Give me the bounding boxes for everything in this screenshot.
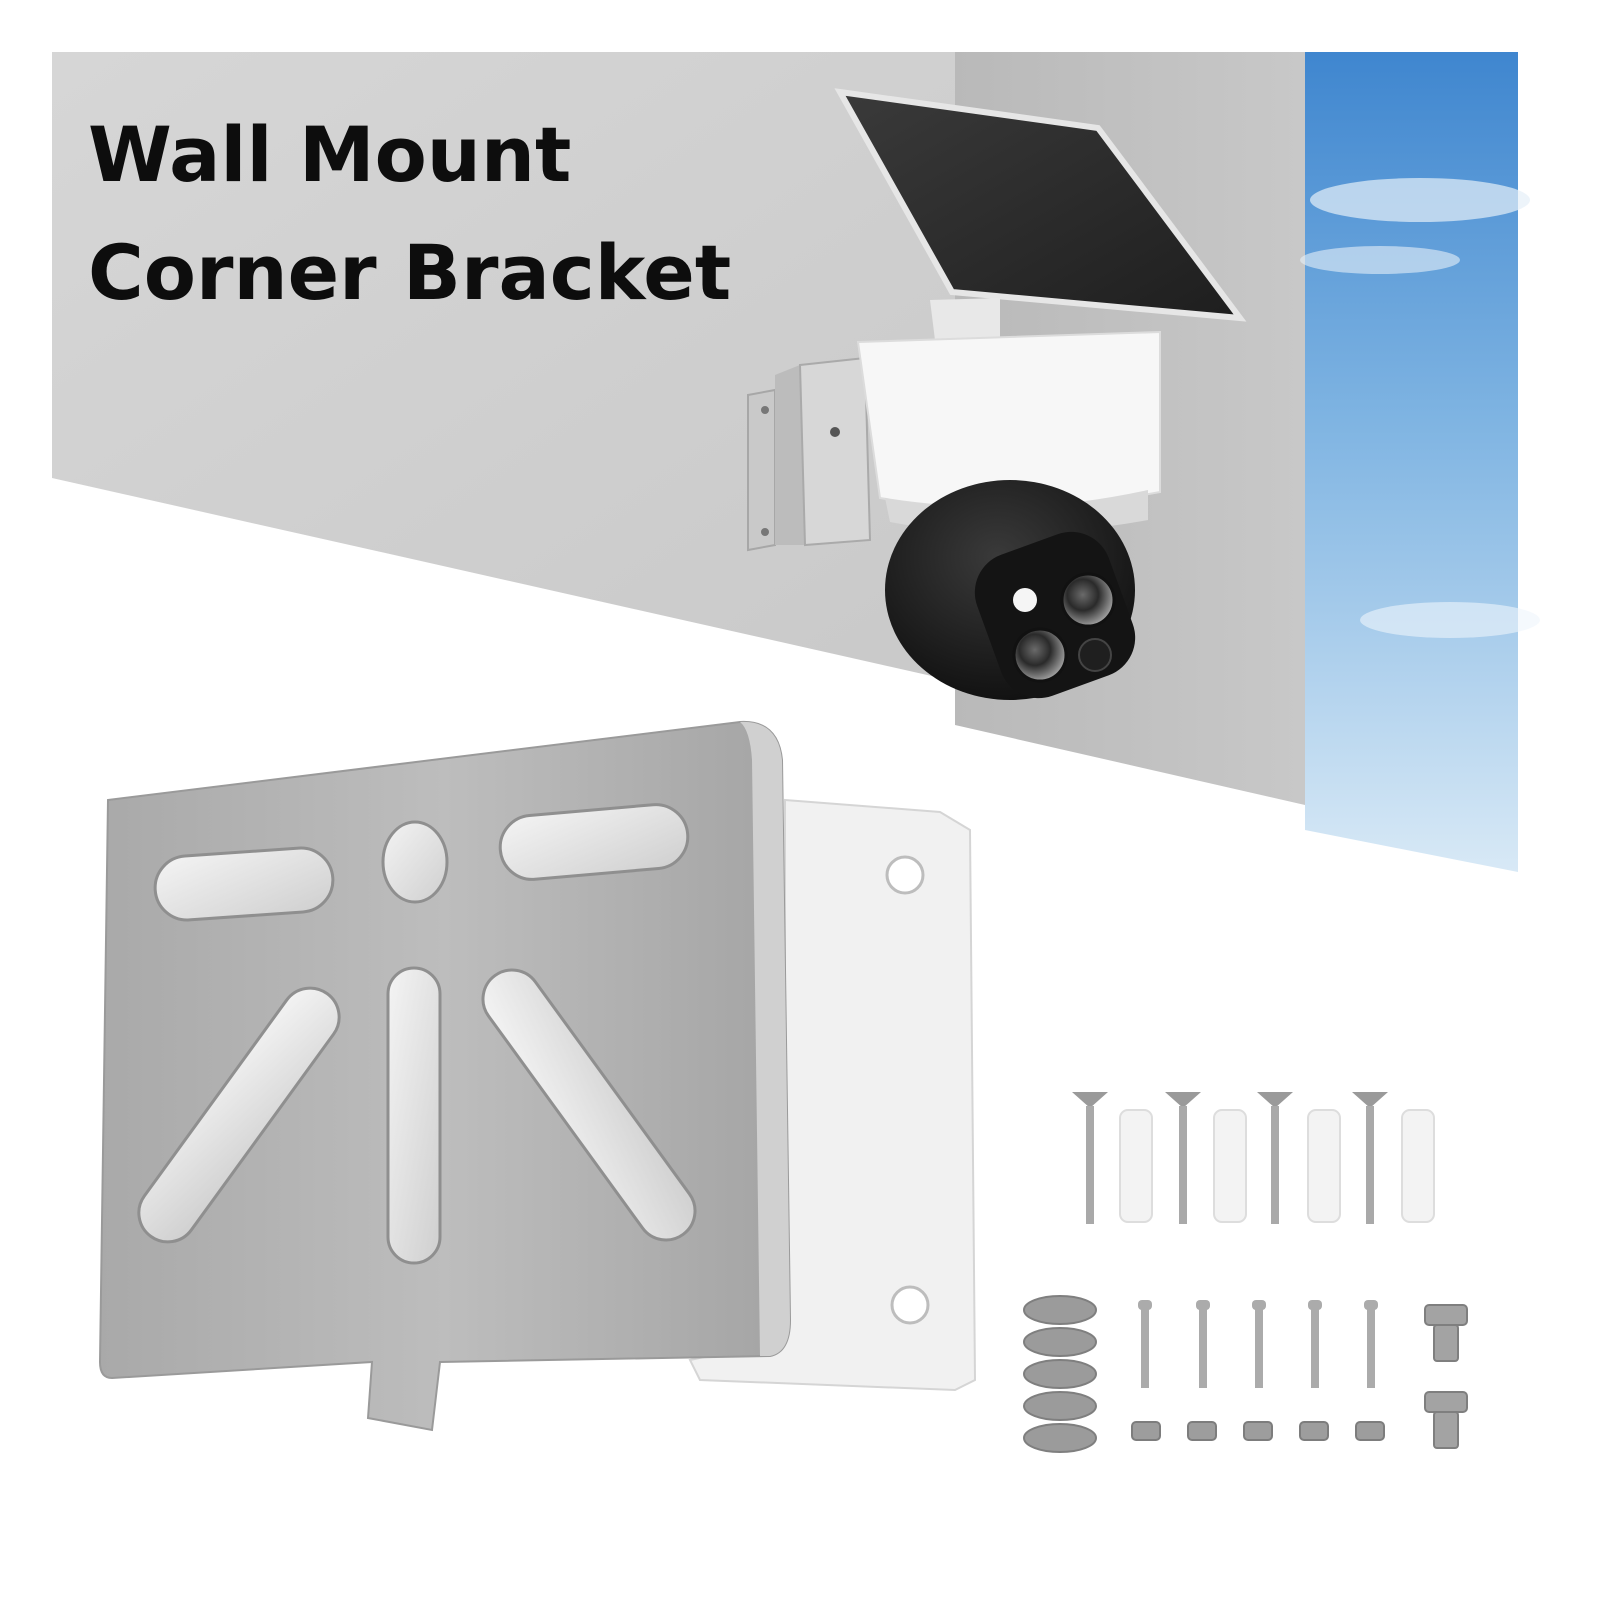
- solar-panel: [834, 88, 1247, 322]
- wall-anchors: [1119, 1109, 1435, 1223]
- title-line-2: Corner Bracket: [88, 228, 732, 317]
- lens-icon-2: [1012, 627, 1068, 683]
- sky-background: [1305, 52, 1518, 872]
- security-camera-icon: [834, 88, 1247, 700]
- screw-icon: [1023, 1092, 1468, 1453]
- lens-icon: [1060, 572, 1116, 628]
- wood-screws: [1072, 1092, 1388, 1224]
- title-line-1: Wall Mount: [88, 110, 572, 199]
- corner-bracket-icon: [98, 720, 977, 1432]
- washers: [1023, 1295, 1097, 1453]
- nuts: [1131, 1421, 1385, 1441]
- hex-bolts: [1424, 1304, 1468, 1449]
- sensor-icon: [1078, 638, 1112, 672]
- page-title: Wall Mount Corner Bracket: [88, 96, 731, 332]
- spotlight-icon: [1013, 588, 1037, 612]
- mounted-bracket: [747, 356, 872, 552]
- machine-screws: [1138, 1300, 1378, 1388]
